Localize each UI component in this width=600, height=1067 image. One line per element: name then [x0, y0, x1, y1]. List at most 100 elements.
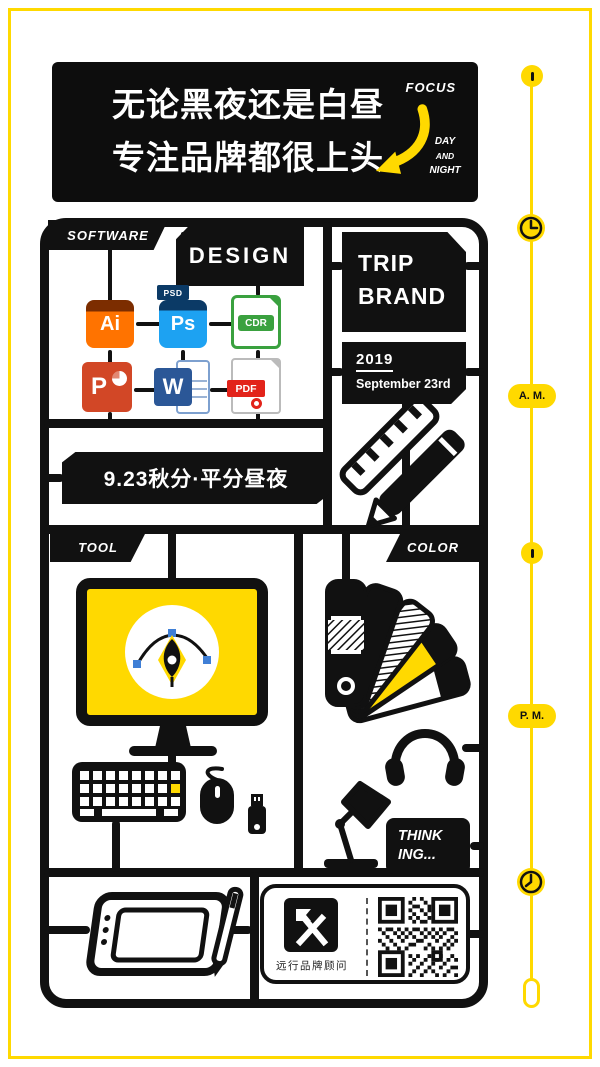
divider-horizontal-mid: [44, 525, 484, 534]
tool-section-tab: TOOL: [50, 532, 146, 562]
tick-icon: [530, 548, 534, 558]
pie-chart-icon: [112, 371, 127, 386]
connector: [136, 322, 161, 326]
day-label: DAY: [434, 136, 456, 147]
stub: [168, 752, 176, 766]
color-swatch-fan: [325, 579, 471, 724]
stub: [462, 744, 484, 752]
clock-icon: [519, 216, 543, 240]
connector: [108, 350, 112, 366]
divider-vertical-footer: [250, 872, 259, 1004]
connector: [181, 350, 185, 366]
monitor-circle: [125, 605, 219, 699]
timeline-dot-top: [521, 65, 543, 87]
stub: [230, 926, 252, 934]
desk-lamp-icon: [324, 781, 391, 868]
monitor-stand: [155, 724, 191, 748]
divider-vertical-tool-color: [294, 529, 303, 877]
dashed-divider: [366, 898, 368, 976]
brand-name-caption: 远行品牌顾问: [276, 960, 348, 972]
am-badge: A. M.: [508, 384, 556, 408]
connector: [108, 412, 112, 424]
day-and-night-label: DAY AND NIGHT: [420, 134, 470, 178]
software-section-tab: SOFTWARE: [48, 220, 168, 250]
brand-label: BRAND: [358, 283, 447, 310]
monitor-base: [129, 746, 217, 756]
trip-label: TRIP: [358, 250, 415, 276]
headline-line1: 无论黑夜还是白昼: [112, 86, 384, 123]
color-label: COLOR: [407, 539, 459, 555]
brand-qr-panel: 远行品牌顾问: [260, 884, 470, 984]
connector: [256, 350, 260, 364]
stub: [168, 530, 176, 584]
pen-tool-icon: [133, 629, 211, 687]
pdf-badge: PDF: [227, 380, 265, 397]
stub: [342, 530, 350, 586]
psd-glyph: PSD: [163, 287, 183, 298]
mouse-icon: [200, 766, 234, 824]
and-label: AND: [435, 150, 455, 161]
pdf-icon: PDF: [227, 358, 281, 414]
stylus-icon: [211, 886, 244, 977]
timeline-clock-pm: [517, 868, 545, 896]
stub: [470, 842, 484, 850]
sprue-outer-frame: [40, 218, 488, 1008]
equinox-bar: 9.23秋分·平分昼夜: [62, 452, 330, 504]
am-label: A. M.: [518, 390, 546, 402]
stub: [328, 368, 344, 376]
year-label: 2019: [356, 351, 466, 372]
headline-banner: 无论黑夜还是白昼 专注品牌都很上头 FOCUS DAY AND NIGHT: [52, 62, 478, 202]
headline-line2: 专注品牌都很上头: [112, 139, 384, 177]
pdf-glyph: PDF: [235, 382, 257, 395]
page-fold: [270, 359, 280, 369]
stub: [464, 368, 484, 376]
illustrator-icon: Ai: [86, 300, 134, 348]
usb-drive-icon: [248, 794, 266, 834]
thinking-box: THINK ING...: [386, 818, 470, 874]
connector: [256, 412, 260, 424]
drawing-tablet-icon: [86, 886, 244, 977]
word-glyph: W: [162, 374, 184, 399]
cdr-badge: CDR: [238, 315, 274, 331]
design-box: DESIGN: [176, 226, 304, 286]
timeline-line: [530, 76, 533, 988]
focus-label: FOCUS: [405, 80, 456, 95]
equinox-label: 9.23秋分·平分昼夜: [103, 468, 289, 491]
year-text: 2019: [356, 351, 394, 372]
qr-code: [378, 897, 458, 977]
keyboard-icon: [72, 762, 186, 822]
word-square: W: [154, 368, 192, 406]
divider-horizontal-software-bottom: [44, 419, 332, 428]
acrobat-swirl-icon: [251, 398, 262, 409]
timeline-end-cap: [523, 978, 540, 1008]
software-label: SOFTWARE: [67, 227, 149, 243]
curved-arrow-icon: [375, 104, 430, 174]
coreldraw-icon: CDR: [231, 295, 281, 349]
ai-glyph: Ai: [100, 312, 120, 335]
connector: [209, 322, 233, 326]
stub: [328, 262, 344, 270]
connector: [134, 388, 156, 392]
timeline-dot-mid: [521, 542, 543, 564]
divider-vertical-software: [323, 222, 332, 534]
pencil-ruler-graphic: [339, 404, 465, 528]
photoshop-icon: Ps: [159, 300, 207, 348]
powerpoint-icon: P: [82, 362, 132, 412]
psd-tab: PSD: [157, 285, 189, 300]
night-label: NIGHT: [429, 164, 461, 176]
date-box: 2019 September 23rd: [342, 342, 466, 404]
tick-icon: [530, 71, 534, 81]
trip-brand-box: TRIP BRAND: [342, 232, 466, 332]
headline-text: 无论黑夜还是白昼 专注品牌都很上头: [74, 78, 422, 185]
cdr-glyph: CDR: [245, 317, 267, 329]
connector: [108, 232, 112, 302]
pm-badge: P. M.: [508, 704, 556, 728]
word-icon: W: [154, 360, 210, 414]
date-label: September 23rd: [356, 377, 451, 391]
stub: [44, 926, 90, 934]
headphones-icon: [385, 729, 465, 786]
color-section-tab: COLOR: [386, 532, 480, 562]
ppt-glyph: P: [91, 373, 108, 400]
stub: [466, 930, 484, 938]
think-line2: ING...: [398, 846, 436, 863]
